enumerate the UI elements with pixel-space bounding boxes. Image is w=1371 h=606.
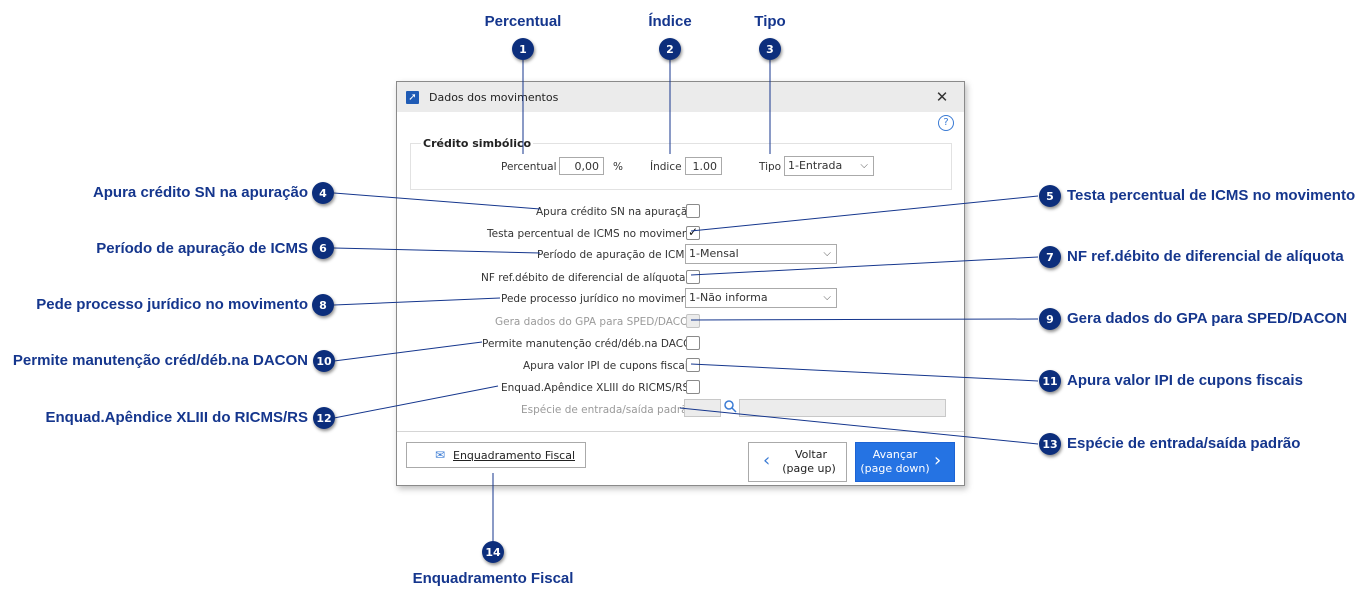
callout-badge-3: 3	[759, 38, 781, 60]
callout-badge-9: 9	[1039, 308, 1061, 330]
voltar-shortcut: (page up)	[782, 462, 836, 475]
dados-movimentos-dialog: ➚ Dados dos movimentos ✕ ? Crédito simbó…	[396, 81, 965, 486]
credito-simbolico-title: Crédito simbólico	[421, 137, 534, 150]
callout-label-tipo: Tipo	[754, 13, 786, 30]
callout-badge-1: 1	[512, 38, 534, 60]
avancar-button[interactable]: Avançar (page down) ›	[855, 442, 955, 482]
permite-manutencao-checkbox[interactable]	[686, 336, 700, 350]
testa-percentual-label: Testa percentual de ICMS no movimento	[487, 228, 700, 240]
callout-label-nf-ref-debito: NF ref.débito de diferencial de alíquota	[1067, 248, 1344, 265]
callout-badge-8: 8	[312, 294, 334, 316]
callout-badge-13: 13	[1039, 433, 1061, 455]
dialog-title: Dados dos movimentos	[429, 91, 559, 104]
footer-separator	[397, 431, 964, 432]
close-icon[interactable]: ✕	[935, 88, 949, 106]
callout-label-especie-padrao: Espécie de entrada/saída padrão	[1067, 435, 1301, 452]
callout-badge-11: 11	[1039, 370, 1061, 392]
callout-badge-7: 7	[1039, 246, 1061, 268]
check-icon: ✓	[687, 225, 699, 239]
callout-badge-4: 4	[312, 182, 334, 204]
callout-label-apura-credito-sn: Apura crédito SN na apuração	[92, 184, 308, 201]
chevron-down-icon: ⌵	[860, 160, 868, 171]
callout-badge-14: 14	[482, 541, 504, 563]
avancar-shortcut: (page down)	[860, 462, 930, 475]
chevron-down-icon: ⌵	[823, 248, 831, 259]
enquad-apendice-label: Enquad.Apêndice XLIII do RICMS/RS	[501, 382, 690, 394]
callout-label-testa-percentual: Testa percentual de ICMS no movimento	[1067, 187, 1356, 204]
testa-percentual-checkbox[interactable]: ✓	[686, 226, 700, 240]
callout-label-gera-gpa: Gera dados do GPA para SPED/DACON	[1067, 310, 1348, 327]
pede-processo-select[interactable]: 1-Não informa ⌵	[685, 288, 837, 308]
callout-badge-10: 10	[313, 350, 335, 372]
dialog-title-bar: ➚ Dados dos movimentos ✕	[397, 82, 964, 112]
gera-gpa-checkbox[interactable]	[686, 314, 700, 328]
permite-manutencao-label: Permite manutenção créd/déb.na DACON	[482, 338, 700, 350]
nf-ref-debito-label: NF ref.débito de diferencial de alíquota	[481, 272, 686, 284]
percentual-label: Percentual	[501, 161, 557, 173]
callout-label-enquad-apendice: Enquad.Apêndice XLIII do RICMS/RS	[45, 409, 308, 426]
chevron-down-icon: ⌵	[823, 292, 831, 303]
indice-label: Índice	[650, 161, 682, 173]
search-icon[interactable]	[723, 399, 737, 413]
voltar-button[interactable]: ‹ Voltar (page up)	[748, 442, 847, 482]
callout-label-periodo-apuracao: Período de apuração de ICMS	[96, 240, 308, 257]
chevron-right-icon: ›	[934, 450, 942, 471]
enquad-apendice-checkbox[interactable]	[686, 380, 700, 394]
pede-processo-value: 1-Não informa	[689, 291, 768, 304]
callout-badge-12: 12	[313, 407, 335, 429]
gera-gpa-label: Gera dados do GPA para SPED/DACON	[495, 316, 697, 328]
percent-symbol: %	[613, 161, 623, 173]
callout-label-permite-manutencao: Permite manutenção créd/déb.na DACON	[12, 352, 308, 369]
callout-badge-5: 5	[1039, 185, 1061, 207]
envelope-check-icon: ✉	[435, 448, 446, 462]
nf-ref-debito-checkbox[interactable]	[686, 270, 700, 284]
separator	[410, 189, 951, 190]
enquadramento-fiscal-button[interactable]: ✉ Enquadramento Fiscal	[406, 442, 586, 468]
apura-credito-sn-label: Apura crédito SN na apuração	[536, 206, 694, 218]
callout-label-indice: Índice	[648, 13, 692, 30]
callout-label-pede-processo: Pede processo jurídico no movimento	[36, 296, 308, 313]
chevron-left-icon: ‹	[763, 450, 771, 471]
tipo-label: Tipo	[759, 161, 782, 173]
percentual-input[interactable]: 0,00	[559, 157, 604, 175]
tipo-select-value: 1-Entrada	[788, 159, 843, 172]
app-arrow-icon: ➚	[406, 91, 419, 104]
especie-description-input[interactable]	[739, 399, 946, 417]
pede-processo-label: Pede processo jurídico no movimento	[501, 293, 698, 305]
apura-ipi-checkbox[interactable]	[686, 358, 700, 372]
callout-badge-2: 2	[659, 38, 681, 60]
callout-label-percentual: Percentual	[484, 13, 562, 30]
voltar-label: Voltar	[794, 448, 828, 461]
apura-credito-sn-checkbox[interactable]	[686, 204, 700, 218]
apura-ipi-label: Apura valor IPI de cupons fiscais	[523, 360, 694, 372]
callout-label-apura-ipi: Apura valor IPI de cupons fiscais	[1067, 372, 1303, 389]
callout-label-enquadramento: Enquadramento Fiscal	[412, 570, 574, 587]
question-circle-icon[interactable]: ?	[938, 115, 954, 131]
avancar-label: Avançar	[872, 448, 918, 461]
especie-padrao-label: Espécie de entrada/saída padrão	[521, 404, 694, 416]
indice-input[interactable]: 1.00	[685, 157, 722, 175]
especie-code-input[interactable]	[684, 399, 721, 417]
callout-badge-6: 6	[312, 237, 334, 259]
enquadramento-fiscal-label: Enquadramento Fiscal	[453, 449, 576, 462]
periodo-apuracao-select[interactable]: 1-Mensal ⌵	[685, 244, 837, 264]
tipo-select[interactable]: 1-Entrada ⌵	[784, 156, 874, 176]
periodo-apuracao-value: 1-Mensal	[689, 247, 739, 260]
periodo-apuracao-label: Período de apuração de ICMS	[537, 249, 692, 261]
